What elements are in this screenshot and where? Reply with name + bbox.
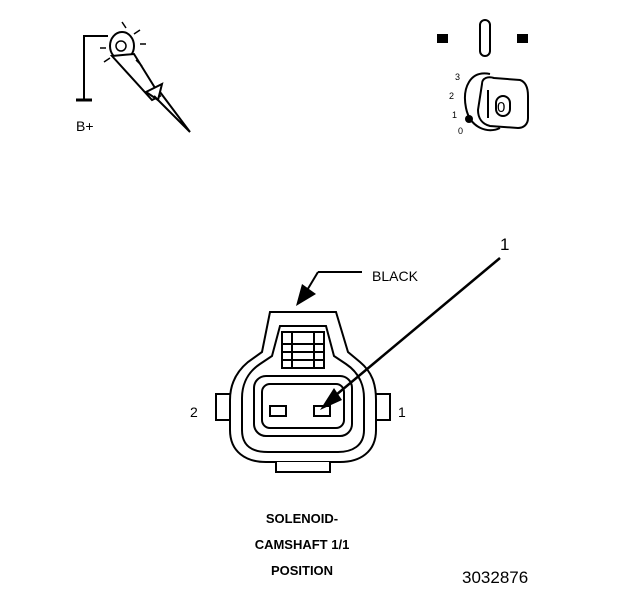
ignition-position-2: 2 — [449, 91, 454, 101]
connector-caption: SOLENOID- CAMSHAFT 1/1 POSITION — [200, 506, 404, 584]
connector-color-label: BLACK — [372, 268, 419, 284]
ignition-key-value: 0 — [497, 99, 505, 116]
ignition-key-icon — [437, 19, 529, 132]
test-light-probe-icon — [76, 21, 191, 133]
figure-number: 3032876 — [462, 568, 529, 587]
caption-line-3: POSITION — [270, 563, 334, 578]
supply-label: B+ — [76, 118, 94, 134]
ignition-position-0: 0 — [458, 126, 463, 136]
callout-number: 1 — [500, 235, 509, 254]
pin-number-right: 1 — [398, 404, 406, 420]
ignition-position-1: 1 — [452, 110, 457, 120]
caption-line-2: CAMSHAFT 1/1 — [254, 537, 350, 552]
color-leader-arrow — [296, 271, 362, 306]
two-pin-connector-icon — [215, 311, 391, 473]
callout-leader-arrow — [320, 257, 501, 410]
ignition-position-3: 3 — [455, 72, 460, 82]
pin-number-left: 2 — [190, 404, 198, 420]
caption-line-1: SOLENOID- — [265, 511, 339, 526]
